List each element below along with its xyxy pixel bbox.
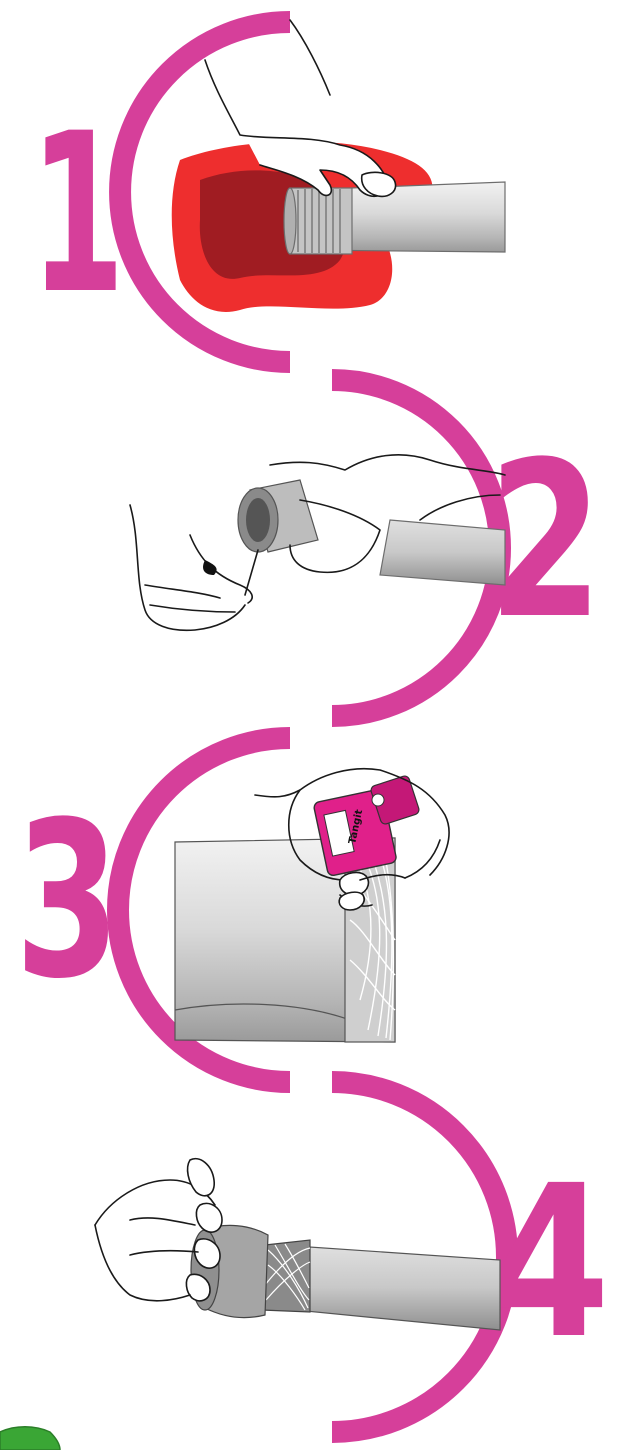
thread-spool-icon: Tangit [313, 775, 420, 877]
step-4: 4 [94, 1071, 610, 1443]
step-1: 1 [30, 11, 506, 373]
step-4-arc [331, 1071, 518, 1443]
hand-icon [94, 1158, 223, 1302]
hand-icon [129, 454, 506, 632]
pipe-fitting-icon [237, 479, 319, 553]
step-3-number: 3 [15, 775, 120, 1026]
hand-icon [254, 767, 450, 911]
pipe-icon [283, 181, 506, 255]
step-3-arc [107, 727, 291, 1093]
step-2: 2 [129, 369, 603, 727]
step-1-number: 1 [30, 86, 125, 342]
step-2-number: 2 [488, 415, 603, 666]
step-3: 3 Tangit [15, 727, 450, 1093]
step-1-arc [109, 11, 291, 373]
pipe-icon [379, 519, 506, 586]
step-4-number: 4 [490, 1140, 610, 1385]
leaf-icon [0, 1426, 61, 1450]
thread-wrap-icon [261, 1239, 311, 1313]
hand-icon [204, 19, 397, 198]
